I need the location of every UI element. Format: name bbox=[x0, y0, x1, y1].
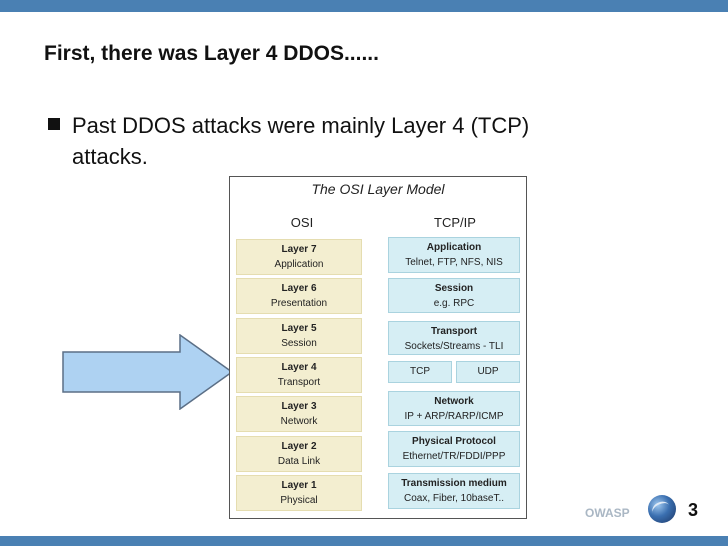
bullet-square-icon bbox=[48, 118, 60, 130]
tcpip-network: Network IP + ARP/RARP/ICMP bbox=[388, 391, 520, 426]
tcpip-layer-desc: e.g. RPC bbox=[433, 298, 475, 309]
bullet-text-line-1: Past DDOS attacks were mainly Layer 4 (T… bbox=[72, 113, 530, 138]
tcpip-column-heading: TCP/IP bbox=[434, 215, 476, 230]
osi-layer-model-figure: The OSI Layer Model OSI TCP/IP Layer 7 A… bbox=[229, 176, 527, 519]
tcpip-layer-name: Physical Protocol bbox=[412, 436, 496, 447]
owasp-globe-icon bbox=[648, 495, 676, 523]
osi-layer-desc: Presentation bbox=[270, 298, 328, 309]
owasp-footer-label: OWASP bbox=[585, 506, 630, 520]
osi-layer-name: Layer 5 bbox=[281, 323, 317, 334]
header-bar bbox=[0, 0, 728, 12]
tcpip-physical-protocol: Physical Protocol Ethernet/TR/FDDI/PPP bbox=[388, 431, 520, 467]
osi-layer-desc: Network bbox=[280, 416, 318, 427]
osi-layer-3: Layer 3 Network bbox=[236, 396, 362, 432]
osi-layer-name: Layer 2 bbox=[281, 441, 317, 452]
tcp-label: TCP bbox=[410, 366, 430, 377]
tcpip-layer-desc: IP + ARP/RARP/ICMP bbox=[404, 411, 504, 422]
page-number: 3 bbox=[688, 500, 699, 520]
osi-layer-desc: Data Link bbox=[277, 456, 321, 467]
slide-title: First, there was Layer 4 DDOS...... bbox=[44, 42, 379, 65]
osi-layer-name: Layer 6 bbox=[281, 283, 317, 294]
tcpip-transmission-medium: Transmission medium Coax, Fiber, 10baseT… bbox=[388, 473, 520, 509]
osi-layer-name: Layer 1 bbox=[281, 480, 317, 491]
osi-column-heading: OSI bbox=[290, 215, 314, 230]
osi-layer-name: Layer 4 bbox=[281, 362, 317, 373]
osi-layer-4: Layer 4 Transport bbox=[236, 357, 362, 393]
osi-layer-name: Layer 3 bbox=[281, 401, 317, 412]
osi-layer-desc: Transport bbox=[277, 377, 321, 388]
tcpip-layer-desc: Telnet, FTP, NFS, NIS bbox=[405, 257, 503, 268]
osi-layer-name: Layer 7 bbox=[281, 244, 317, 255]
footer-bar bbox=[0, 536, 728, 546]
tcpip-session: Session e.g. RPC bbox=[388, 278, 520, 313]
tcpip-layer-desc: Sockets/Streams - TLI bbox=[404, 341, 504, 352]
tcpip-layer-name: Transmission medium bbox=[401, 478, 507, 489]
osi-layer-desc: Application bbox=[274, 259, 324, 270]
tcpip-layer-name: Transport bbox=[430, 326, 478, 337]
tcpip-transport: Transport Sockets/Streams - TLI bbox=[388, 321, 520, 355]
osi-layer-2: Layer 2 Data Link bbox=[236, 436, 362, 472]
tcpip-layer-name: Application bbox=[426, 242, 482, 253]
tcpip-tcp: TCP bbox=[388, 361, 452, 383]
osi-layer-desc: Session bbox=[281, 338, 317, 349]
osi-layer-7: Layer 7 Application bbox=[236, 239, 362, 275]
osi-layer-desc: Physical bbox=[280, 495, 318, 506]
bullet-text-line-2: attacks. bbox=[72, 144, 148, 169]
osi-layer-5: Layer 5 Session bbox=[236, 318, 362, 354]
tcpip-layer-name: Session bbox=[434, 283, 474, 294]
tcpip-layer-desc: Ethernet/TR/FDDI/PPP bbox=[402, 451, 506, 462]
osi-layer-6: Layer 6 Presentation bbox=[236, 278, 362, 314]
tcpip-udp: UDP bbox=[456, 361, 520, 383]
tcpip-layer-name: Network bbox=[434, 396, 474, 407]
tcpip-layer-desc: Coax, Fiber, 10baseT.. bbox=[403, 493, 505, 504]
udp-label: UDP bbox=[477, 366, 499, 377]
tcpip-application: Application Telnet, FTP, NFS, NIS bbox=[388, 237, 520, 273]
osi-layer-1: Layer 1 Physical bbox=[236, 475, 362, 511]
right-arrow-icon bbox=[62, 334, 234, 410]
figure-title: The OSI Layer Model bbox=[311, 181, 445, 197]
